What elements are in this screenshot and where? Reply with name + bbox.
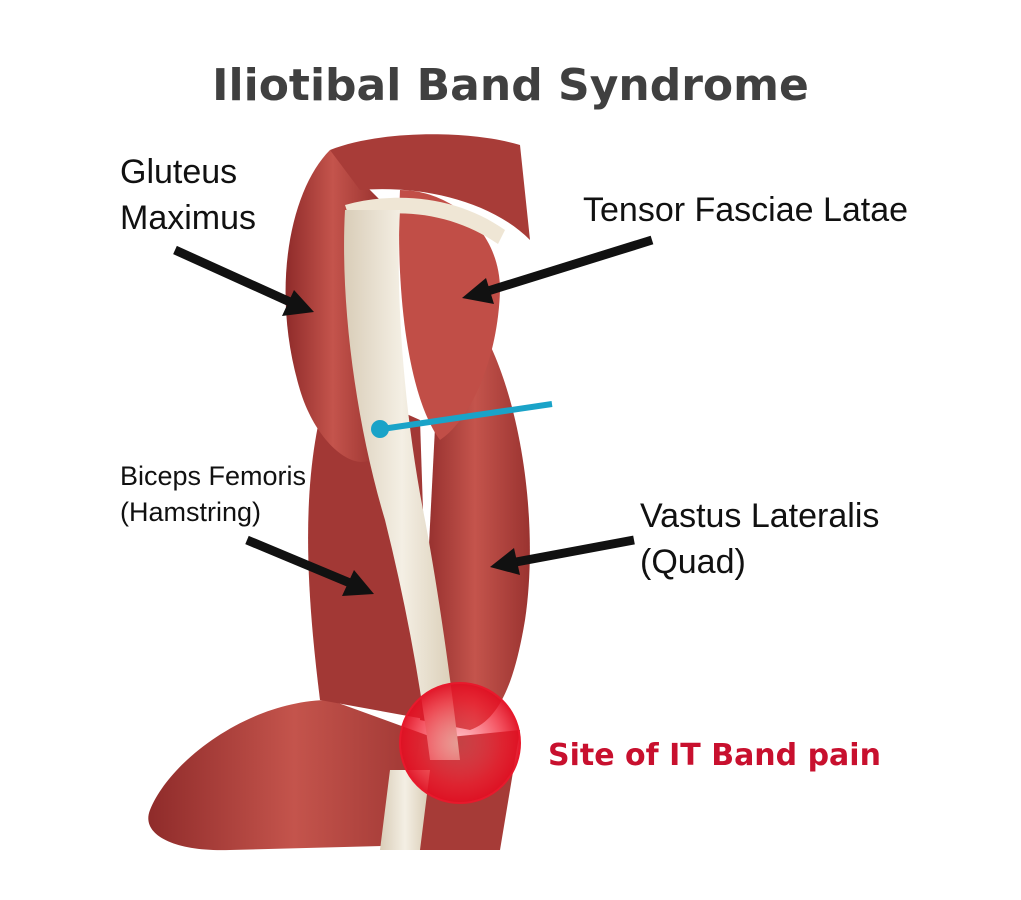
label-pain-site: Site of IT Band pain <box>548 738 881 773</box>
tensor-fasciae-latae-muscle <box>399 190 500 440</box>
label-vastus-line1: Vastus Lateralis <box>640 497 880 535</box>
iliotibial-band-pointer <box>371 401 553 438</box>
biceps-arrow <box>245 535 374 596</box>
vastus-arrow <box>490 535 635 575</box>
label-gluteus-line1: Gluteus <box>120 153 238 191</box>
label-gluteus-line2: Maximus <box>120 199 257 237</box>
gluteus-arrow <box>173 245 314 316</box>
label-tensor-fasciae-latae: Tensor Fasciae Latae <box>583 191 909 229</box>
calf-muscle <box>148 700 440 851</box>
label-biceps-line1: Biceps Femoris <box>120 461 307 491</box>
iliotibial-band-tendon <box>344 210 460 760</box>
pain-site-marker <box>399 682 521 804</box>
label-biceps-line2: (Hamstring) <box>120 497 262 527</box>
hip-muscle <box>330 134 530 240</box>
label-vastus-line2: (Quad) <box>640 543 746 581</box>
page-title: Iliotibal Band Syndrome <box>212 60 809 111</box>
hip-band <box>345 197 505 244</box>
tensor-arrow <box>462 235 654 304</box>
shin-tendon <box>380 770 430 850</box>
